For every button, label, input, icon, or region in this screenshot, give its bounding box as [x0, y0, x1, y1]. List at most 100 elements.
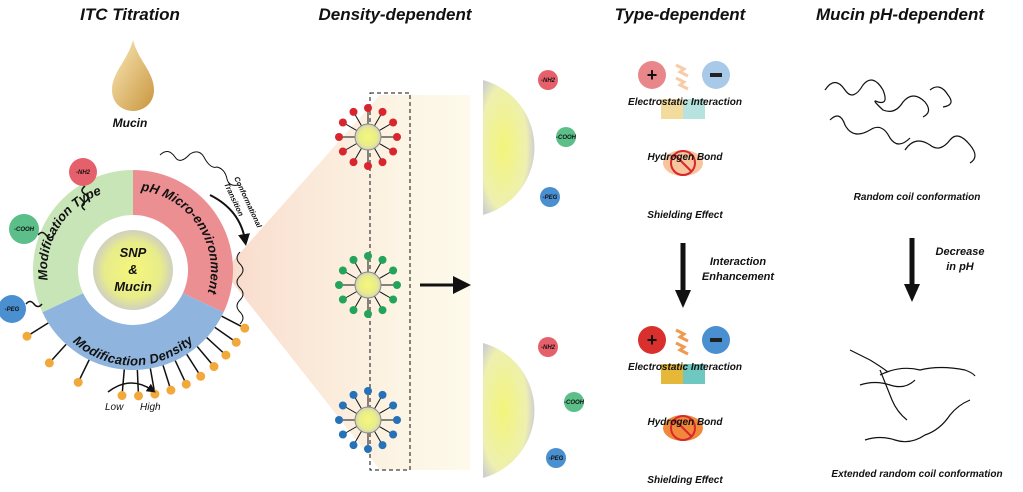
before-hbond: Hydrogen Bond	[648, 152, 724, 163]
peg-surface-label: -PEG	[543, 195, 558, 201]
ligand-end	[338, 147, 347, 156]
ph-arrow-line-1: Decrease	[936, 246, 985, 258]
cooh-surface-group	[556, 127, 576, 147]
ligand-end	[364, 387, 372, 395]
ligand-end	[338, 430, 347, 439]
extended-coil-mucin	[849, 349, 976, 443]
high-density-end	[221, 350, 231, 360]
nh2-surface-label: -NH2	[541, 345, 556, 351]
plus-sign: +	[647, 330, 658, 350]
prohibit-slash	[674, 154, 692, 172]
ligand-end	[364, 445, 372, 453]
ligand	[378, 271, 391, 280]
ligand-end	[364, 104, 372, 112]
ligand-end	[378, 158, 387, 167]
ligand-end	[335, 281, 343, 289]
after-shielding: Shielding Effect	[647, 475, 723, 486]
cooh-label: -COOH	[14, 227, 35, 233]
nh2-surface-label: -NH2	[541, 78, 556, 84]
ligand-end	[389, 266, 398, 275]
ligand	[373, 397, 382, 410]
ligand	[373, 147, 382, 160]
ligand-end	[349, 255, 358, 264]
peg-surface-group	[540, 187, 560, 207]
nh2-group	[69, 158, 97, 186]
high-density-end	[196, 371, 206, 381]
ligand-end	[338, 295, 347, 304]
ring-segment-density	[42, 293, 224, 371]
ligand-end	[349, 441, 358, 450]
title-type: Type-dependent	[615, 5, 747, 24]
ligand-end	[389, 401, 398, 410]
random-coil-label: Random coil conformation	[854, 192, 981, 203]
nanoparticle	[354, 123, 382, 151]
lightning-icon	[675, 328, 689, 356]
high-density-end	[117, 391, 127, 401]
high-density-end	[133, 391, 143, 401]
ligand-end	[335, 133, 343, 141]
ligand	[378, 290, 391, 299]
ph-arrow-line-2: in pH	[946, 261, 975, 273]
ligand	[345, 123, 358, 132]
surface-groups: -NH2-COOH-PEG-NH2-COOH-PEG	[538, 70, 585, 468]
ring-diagram	[32, 170, 234, 371]
surface-top	[483, 80, 535, 215]
positive-charge-icon	[638, 326, 666, 354]
prohibit-icon	[670, 150, 696, 176]
ligand-end	[349, 390, 358, 399]
nh2-surface-group	[538, 337, 558, 357]
cooh-group	[9, 214, 39, 244]
ligand-end	[393, 416, 401, 424]
ligand-end	[338, 401, 347, 410]
ligand	[354, 430, 363, 443]
nh2-label: -NH2	[76, 170, 91, 176]
title-ph: Mucin pH-dependent	[816, 5, 985, 24]
ligand-end	[378, 390, 387, 399]
ligand-end	[364, 162, 372, 170]
after-electrostatic: Electrostatic Interaction	[628, 362, 742, 373]
particles	[335, 104, 401, 453]
ligand-end	[338, 118, 347, 127]
nh2-surface-group	[538, 70, 558, 90]
ligand	[378, 142, 391, 151]
high-density-end	[166, 385, 176, 395]
ligand	[345, 290, 358, 299]
peg-label: -PEG	[5, 307, 20, 313]
puzzle-piece-left-icon	[661, 364, 683, 384]
peg-group	[0, 295, 26, 323]
minus-sign	[710, 73, 722, 77]
ligand-end	[393, 281, 401, 289]
ligand-end	[378, 441, 387, 450]
ligand-end	[389, 147, 398, 156]
ligand-end	[349, 107, 358, 116]
peg-surface-group	[546, 448, 566, 468]
extended-coil-label: Extended random coil conformation	[831, 469, 1002, 480]
ligand	[345, 425, 358, 434]
ligand	[373, 262, 382, 275]
ligand	[345, 271, 358, 280]
ligand-end	[378, 306, 387, 315]
ligand-end	[349, 158, 358, 167]
ligand	[345, 406, 358, 415]
prohibit-slash	[674, 419, 692, 437]
ligand	[373, 114, 382, 127]
puzzle-piece-right-icon	[683, 99, 705, 119]
nanoparticle	[354, 271, 382, 299]
before-electrostatic: Electrostatic Interaction	[628, 97, 742, 108]
ligand-end	[338, 266, 347, 275]
prohibit-icon	[670, 415, 696, 441]
type-icons: ++	[638, 61, 730, 441]
low-label: Low	[105, 402, 124, 413]
ligand-end	[389, 430, 398, 439]
surface-bottom	[483, 343, 535, 478]
high-density-end	[240, 323, 250, 333]
ligand	[373, 295, 382, 308]
puzzle-piece-right-icon	[683, 364, 705, 384]
ligand	[354, 262, 363, 275]
ligand-end	[378, 107, 387, 116]
ligand	[354, 295, 363, 308]
before-shielding: Shielding Effect	[647, 210, 723, 221]
high-density-end	[231, 337, 241, 347]
low-density-end	[22, 331, 32, 341]
high-label: High	[140, 402, 161, 413]
